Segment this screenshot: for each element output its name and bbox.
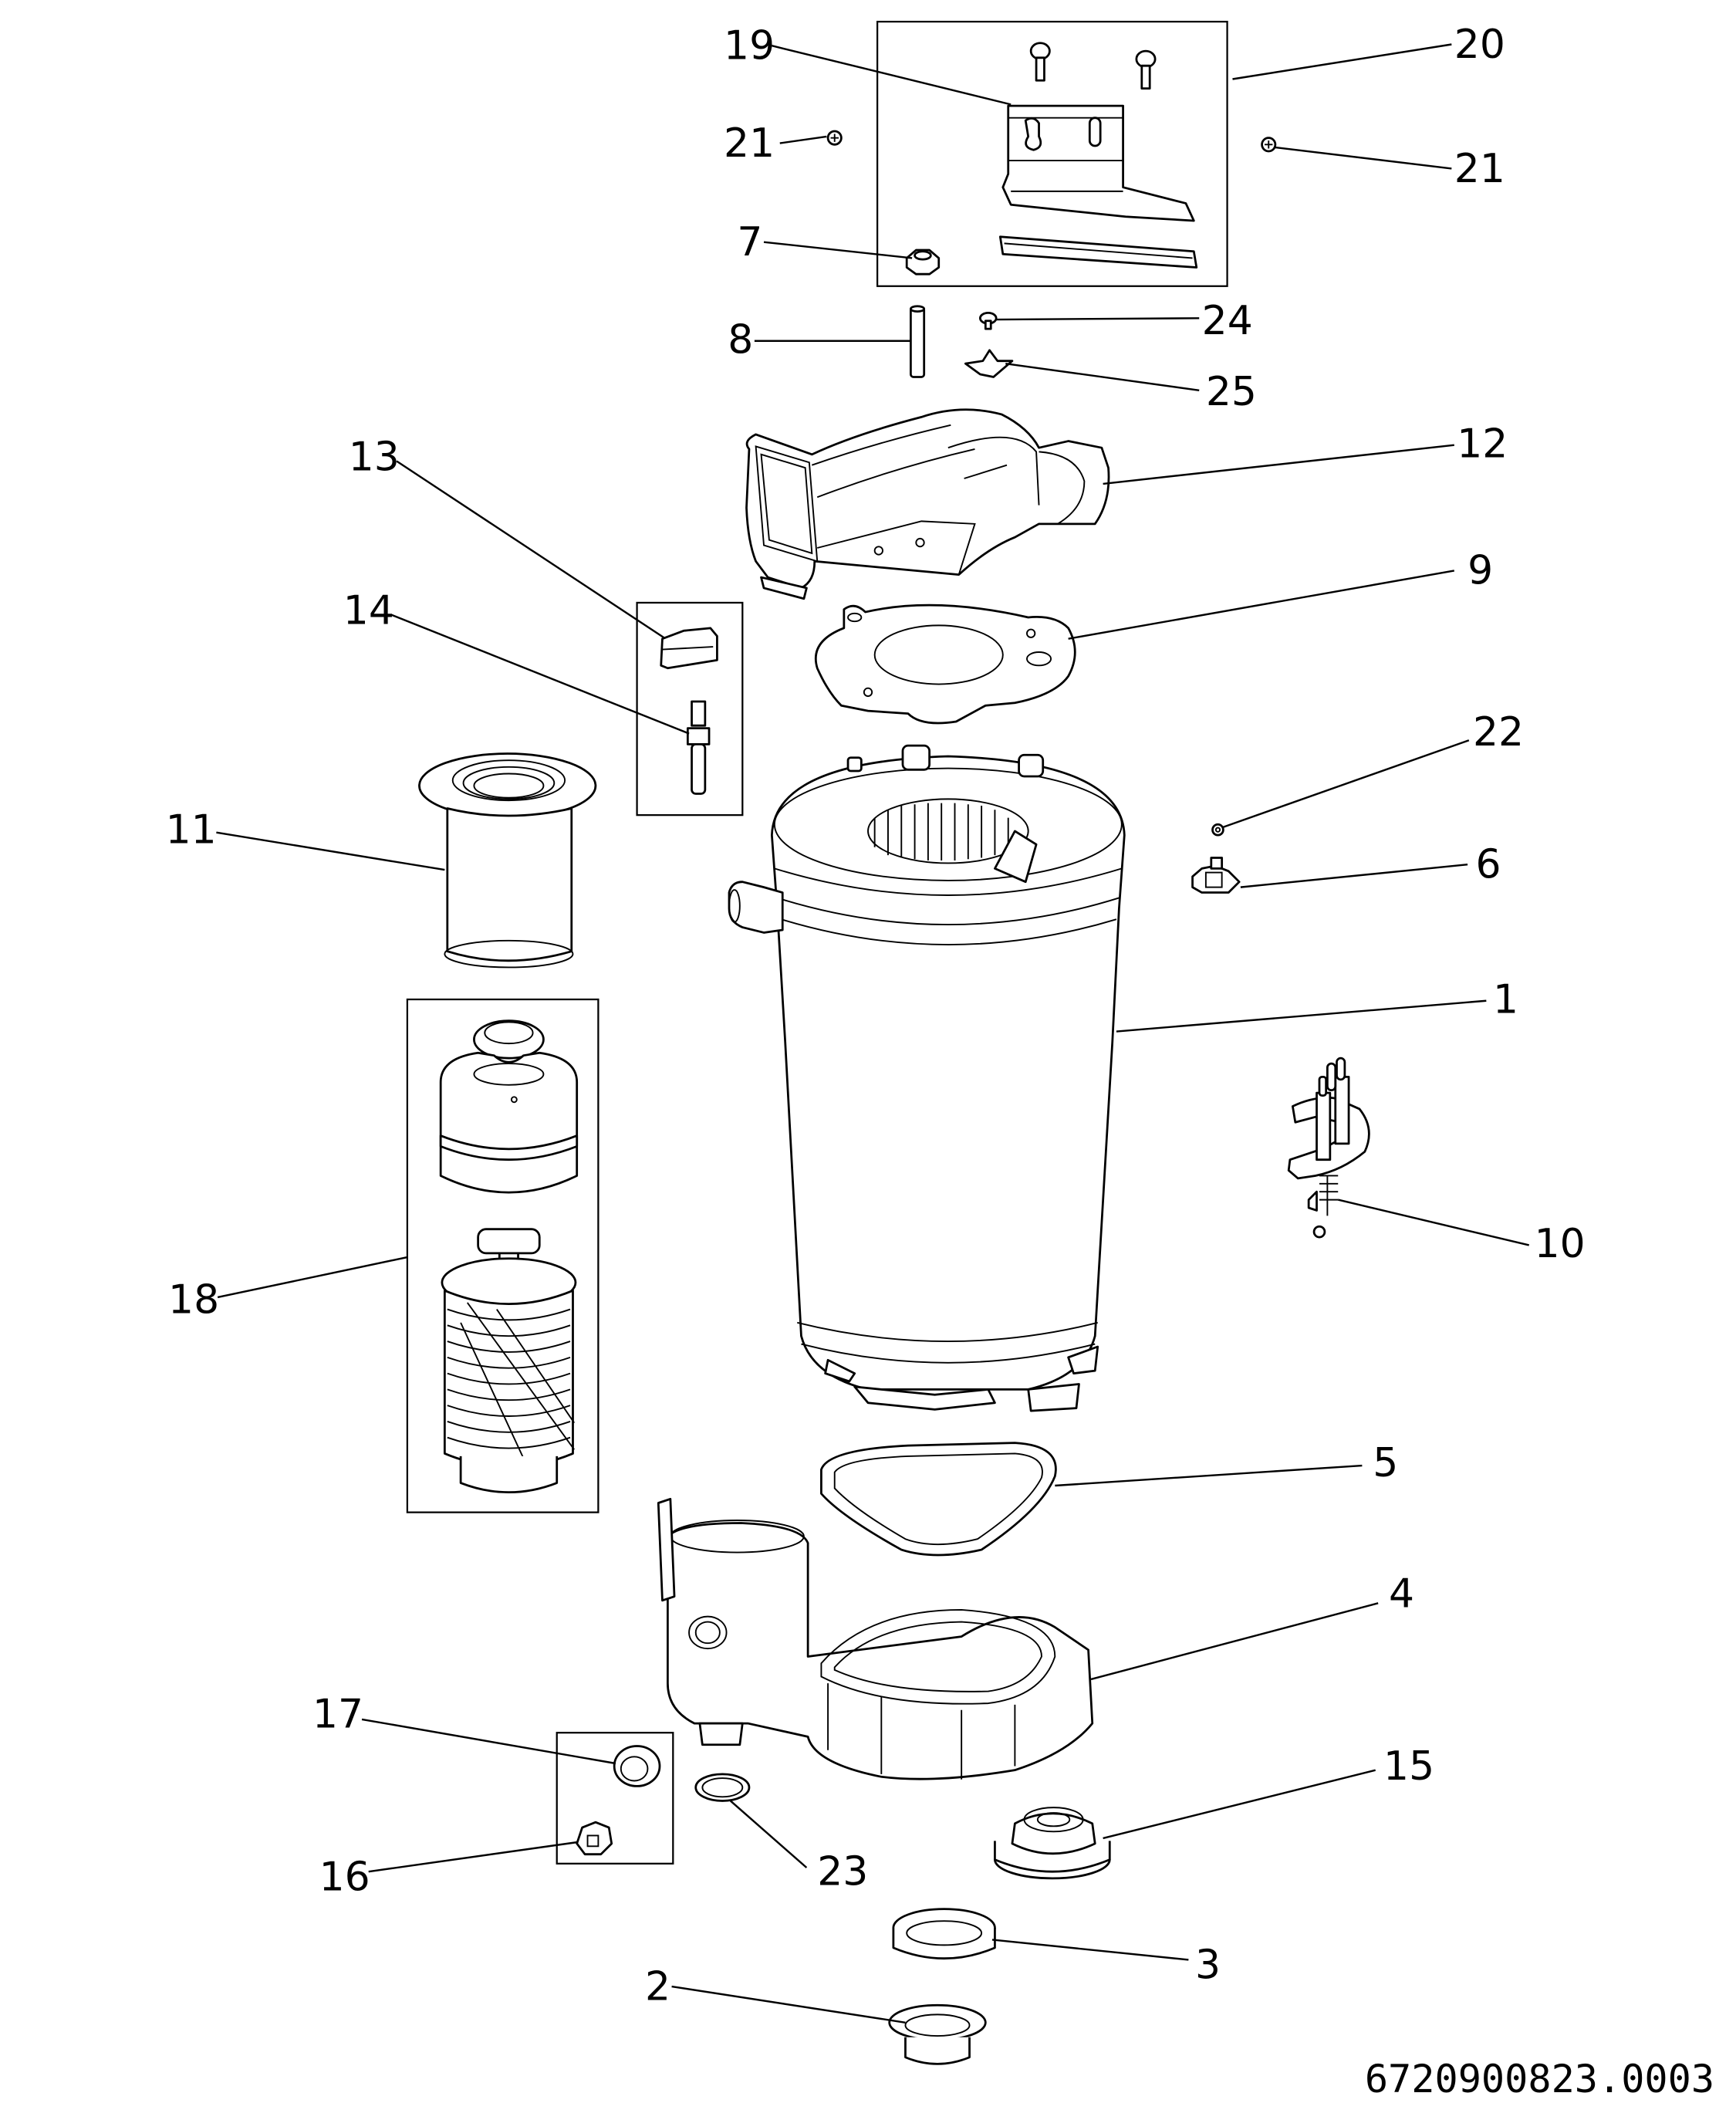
callout-12: 12: [1457, 421, 1508, 467]
leader-4: [1090, 1602, 1379, 1681]
leader-9: [1068, 570, 1455, 640]
callout-4: 4: [1389, 1571, 1414, 1618]
leader-19: [772, 45, 1012, 106]
pin-icon: [910, 305, 926, 378]
callout-24: 24: [1202, 298, 1253, 344]
callout-2: 2: [645, 1963, 670, 2010]
leader-2: [671, 1985, 906, 2024]
callout-10: 10: [1535, 1221, 1586, 1267]
burner-gasket-icon: [814, 604, 1076, 725]
washer-icon: [1211, 823, 1224, 837]
filter-set-box: [406, 998, 599, 1513]
callout-5: 5: [1373, 1440, 1398, 1486]
leader-13: [396, 460, 664, 638]
leader-6: [1240, 863, 1468, 888]
hex-nut-icon: [905, 249, 941, 276]
screw-21-left-icon: [826, 130, 843, 146]
callout-21-right: 21: [1454, 146, 1505, 192]
callout-13: 13: [349, 434, 400, 481]
fan-housing-icon: [745, 408, 1110, 600]
leader-3: [991, 1939, 1189, 1961]
drain-cap-icon: [888, 2003, 987, 2065]
leader-21a: [779, 135, 827, 144]
rubber-bellows-icon: [994, 1807, 1111, 1880]
leader-15: [1103, 1769, 1376, 1840]
callout-17: 17: [312, 1691, 363, 1737]
callout-7: 7: [737, 219, 762, 265]
callout-25: 25: [1206, 369, 1257, 415]
callout-1: 1: [1493, 976, 1518, 1023]
leader-17: [361, 1718, 616, 1765]
leader-11: [216, 831, 445, 871]
document-id: 6720900823.0003: [1365, 2056, 1714, 2101]
temperature-sensor-icon: [686, 700, 711, 795]
tray-gasket-icon: [820, 1442, 1057, 1557]
filter-bottom-icon: [441, 1228, 577, 1494]
filter-top-icon: [439, 1019, 579, 1194]
leader-14: [390, 614, 690, 735]
leader-21b: [1274, 146, 1452, 170]
flue-insert-icon: [418, 752, 597, 969]
leader-18: [217, 1256, 408, 1299]
small-screw-icon: [979, 311, 998, 330]
spring-clip-icon: [964, 349, 1014, 378]
vessel-body-icon: [728, 744, 1126, 1412]
leader-lines: [216, 43, 1530, 2024]
mounting-kit-box: [876, 20, 1228, 287]
callout-16: 16: [319, 1854, 370, 1900]
leader-25: [1005, 362, 1200, 391]
callout-8: 8: [728, 316, 753, 363]
callout-11: 11: [166, 807, 217, 854]
sensor-kit-box: [636, 601, 744, 817]
callout-6: 6: [1475, 841, 1501, 888]
leader-24: [996, 317, 1200, 321]
callout-21-left: 21: [724, 120, 775, 167]
leader-5: [1055, 1464, 1363, 1487]
callout-23: 23: [817, 1848, 868, 1895]
callout-3: 3: [1195, 1942, 1221, 1989]
leader-1: [1116, 999, 1487, 1033]
grommet-plug-box: [556, 1732, 674, 1865]
callout-15: 15: [1383, 1743, 1434, 1790]
plug-icon: [576, 1821, 613, 1856]
callout-9: 9: [1467, 548, 1493, 594]
callout-20: 20: [1454, 22, 1505, 68]
mounting-rail-icon: [998, 235, 1198, 269]
leader-7: [763, 241, 913, 259]
condensate-tray-icon: [657, 1497, 1094, 1780]
callout-22: 22: [1473, 709, 1524, 756]
mounting-bracket-icon: [1001, 104, 1195, 222]
grommet-icon: [613, 1745, 661, 1787]
connector-clip-icon: [660, 627, 718, 670]
locking-ring-icon: [892, 1908, 996, 1960]
leader-16: [368, 1841, 577, 1873]
callout-14: 14: [343, 588, 394, 634]
o-ring-icon: [694, 1773, 751, 1802]
leader-22: [1222, 739, 1470, 828]
leader-12: [1103, 444, 1454, 485]
ignition-electrode-icon: [1287, 1057, 1370, 1239]
callout-18: 18: [168, 1277, 219, 1324]
leader-23: [729, 1800, 808, 1868]
leader-10: [1337, 1199, 1530, 1246]
bracket-screw-icon: [1029, 42, 1051, 82]
sensor-clip-icon: [1191, 857, 1241, 894]
screw-21-right-icon: [1261, 137, 1277, 153]
bracket-screw-icon: [1135, 49, 1157, 90]
callout-19: 19: [724, 23, 775, 69]
leader-20: [1232, 43, 1452, 80]
